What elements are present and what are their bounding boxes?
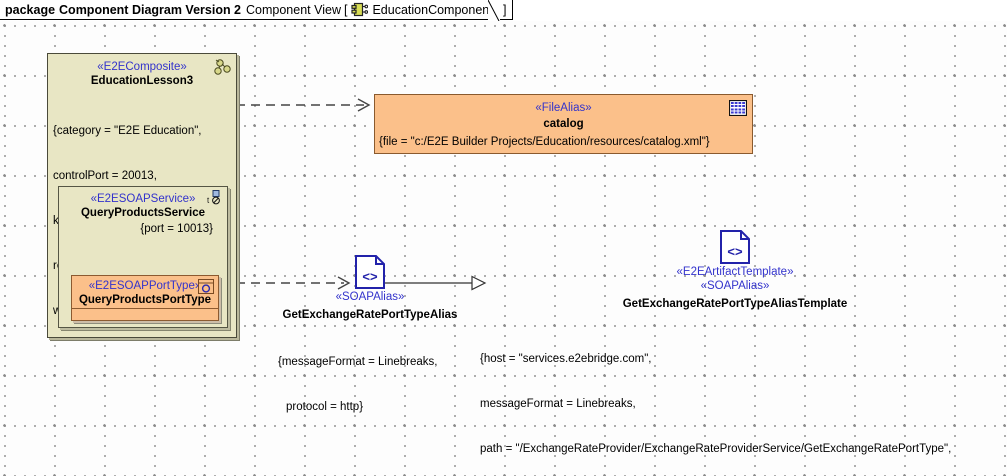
- component-queryproductsservice[interactable]: t «E2ESOAPService» QueryProductsService …: [58, 186, 228, 328]
- template-prop-line: {host = "services.e2ebridge.com",: [480, 353, 652, 365]
- diagram-title: Component Diagram Version 2: [59, 2, 242, 17]
- composite-header: «E2EComposite» EducationLesson3: [48, 54, 236, 88]
- template-stereotype-soapalias: «SOAPAlias»: [700, 280, 770, 292]
- connector-porttype-to-soapalias[interactable]: [236, 273, 358, 293]
- porttype-separator: [72, 308, 218, 309]
- template-prop-line: messageFormat = Linebreaks,: [480, 398, 636, 410]
- porttype-name: QueryProductsPortType: [78, 294, 212, 306]
- catalog-name: catalog: [543, 118, 584, 130]
- soapalias-labels: «SOAPAlias» GetExchangeRatePortTypeAlias: [270, 290, 470, 322]
- soapalias-stereotype: «SOAPAlias»: [335, 291, 405, 303]
- package-name: EducationComponents: [372, 2, 499, 17]
- template-stereotype-artifact: «E2EArtifactTemplate»: [676, 266, 794, 278]
- soapalias-name: GetExchangeRatePortTypeAlias: [282, 309, 458, 321]
- svg-text:<>: <>: [362, 269, 378, 284]
- composite-component-icon: [214, 59, 231, 75]
- composite-stereotype: «E2EComposite»: [97, 61, 187, 73]
- diagram-canvas[interactable]: «E2EComposite» EducationLesson3 {categor…: [0, 21, 1007, 476]
- soapalias-prop-line: {messageFormat = Linebreaks,: [278, 356, 438, 368]
- bracket-close: ]: [502, 2, 507, 17]
- svg-text:t: t: [207, 196, 210, 205]
- composite-name: EducationLesson3: [90, 75, 194, 87]
- bracket-open: [: [343, 2, 348, 17]
- catalog-stereotype: «FileAlias»: [535, 102, 592, 114]
- soap-service-icon: t: [207, 190, 220, 205]
- template-prop-line: path = "/ExchangeRateProvider/ExchangeRa…: [480, 443, 952, 455]
- artifact-getexchangerateporttypealias[interactable]: <> «SOAPAlias» GetExchangeRatePortTypeAl…: [270, 255, 470, 445]
- template-labels: «E2EArtifactTemplate» «SOAPAlias» GetExc…: [617, 265, 853, 311]
- view-label: Component View: [246, 2, 341, 17]
- svg-text:<>: <>: [727, 244, 743, 259]
- component-catalog-filealias[interactable]: «FileAlias» catalog {file = "c:/E2E Buil…: [374, 94, 753, 154]
- connector-soapalias-to-template[interactable]: [382, 273, 490, 293]
- component-educationlesson3[interactable]: «E2EComposite» EducationLesson3 {categor…: [47, 53, 237, 338]
- package-header-tab[interactable]: package Component Diagram Version 2 Comp…: [0, 0, 514, 20]
- soapalias-prop-line: protocol = http}: [286, 401, 364, 413]
- catalog-properties: {file = "c:/E2E Builder Projects/Educati…: [379, 136, 710, 148]
- xml-document-icon: <>: [720, 230, 750, 264]
- service-stereotype: «E2ESOAPService»: [90, 193, 196, 205]
- tab-corner-fold: [488, 0, 500, 21]
- soapalias-properties: {messageFormat = Linebreaks, protocol = …: [270, 322, 470, 445]
- template-name: GetExchangeRatePortTypeAliasTemplate: [622, 298, 848, 310]
- service-name: QueryProductsService: [80, 207, 205, 219]
- component-package-icon: [351, 2, 369, 17]
- service-properties: {port = 10013}: [140, 223, 213, 235]
- porttype-interface-icon: [198, 279, 214, 294]
- composite-prop-line: {category = "E2E Education",: [53, 125, 202, 137]
- template-properties: {host = "services.e2ebridge.com", messag…: [480, 322, 1000, 476]
- connector-composite-to-catalog[interactable]: [236, 95, 378, 115]
- file-table-icon: [729, 100, 747, 116]
- package-keyword: package: [5, 2, 56, 17]
- composite-prop-line: controlPort = 20013,: [53, 170, 157, 182]
- component-queryproductsporttype[interactable]: «E2ESOAPPortType» QueryProductsPortType: [71, 275, 219, 321]
- service-header: «E2ESOAPService» QueryProductsService: [59, 187, 227, 220]
- artifact-getexchangerateporttypealiastemplate[interactable]: <> «E2EArtifactTemplate» «SOAPAlias» Get…: [617, 230, 853, 311]
- xml-document-icon: <>: [355, 255, 385, 289]
- porttype-stereotype: «E2ESOAPPortType»: [88, 280, 202, 292]
